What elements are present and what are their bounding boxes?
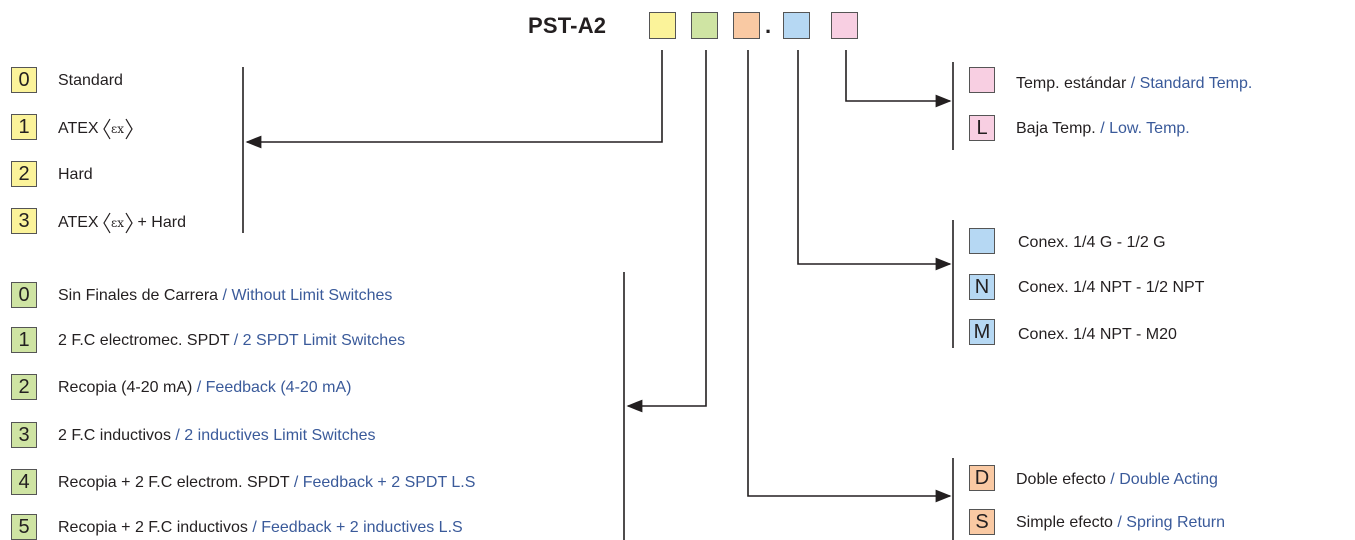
code-box: M [969, 319, 995, 345]
label-sep: / [252, 519, 257, 536]
label-en: Without Limit Switches [231, 287, 393, 304]
option-label: Hard [58, 166, 93, 183]
option-label: Temp. estándar / Standard Temp. [1016, 74, 1252, 94]
option-label: Sin Finales de Carrera / Without Limit S… [58, 286, 392, 306]
label-en: Spring Return [1126, 514, 1226, 531]
code-box: 1 [11, 327, 37, 353]
label-sep: / [196, 379, 202, 396]
code-box: 1 [11, 114, 37, 140]
code-box: D [969, 465, 995, 491]
option-label: Standard [58, 72, 123, 89]
option-label: Conex. 1/4 NPT - 1/2 NPT [1018, 279, 1205, 296]
slot-action-box [733, 12, 760, 39]
option-label: Doble efecto / Double Acting [1016, 470, 1218, 490]
option-label: Recopia (4-20 mA) / Feedback (4-20 mA) [58, 378, 351, 398]
slot-options-box [691, 12, 718, 39]
model-separator: . [765, 13, 772, 38]
label-en: Feedback (4-20 mA) [205, 379, 352, 396]
label-en: Standard Temp. [1139, 75, 1253, 92]
code-box [969, 67, 995, 93]
action-arrow [747, 50, 952, 503]
code-box: 5 [11, 514, 37, 540]
option-label: Simple efecto / Spring Return [1016, 513, 1225, 533]
svg-text:εx: εx [111, 122, 124, 136]
label-es: Recopia + 2 F.C electrom. SPDT [58, 474, 290, 491]
option-label-text: ATEX [58, 214, 99, 232]
option-label-text: ATEX [58, 120, 99, 138]
code-box: S [969, 509, 995, 535]
label-es: 2 F.C inductivos [58, 427, 171, 444]
option-label: Conex. 1/4 NPT - M20 [1018, 326, 1177, 343]
label-es: Temp. estándar [1016, 75, 1127, 92]
temp-arrow [845, 50, 952, 108]
slot-version-box [649, 12, 676, 39]
label-en: Feedback + 2 SPDT L.S [302, 474, 476, 491]
code-box: 2 [11, 374, 37, 400]
label-sep: / [175, 427, 180, 444]
ex-icon: εx [103, 212, 133, 234]
version-arrow [245, 50, 663, 149]
label-es: Baja Temp. [1016, 120, 1096, 137]
code-box: 0 [11, 282, 37, 308]
label-sep: / [1100, 120, 1105, 137]
label-en: 2 SPDT Limit Switches [242, 332, 406, 349]
label-en: Double Acting [1119, 471, 1218, 488]
code-box: 3 [11, 422, 37, 448]
label-sep: / [222, 287, 227, 304]
label-sep: / [293, 474, 299, 491]
code-box: 0 [11, 67, 37, 93]
label-es: Simple efecto [1016, 514, 1113, 531]
label-en: Feedback + 2 inductives L.S [261, 519, 463, 536]
label-es: Recopia (4-20 mA) [58, 379, 193, 396]
label-sep: / [1130, 75, 1136, 92]
code-box: 3 [11, 208, 37, 234]
svg-text:εx: εx [111, 216, 124, 230]
ex-icon: εx [103, 118, 133, 140]
slot-temp-box [831, 12, 858, 39]
code-box [969, 228, 995, 254]
option-label: 2 F.C electromec. SPDT / 2 SPDT Limit Sw… [58, 331, 405, 351]
code-box: L [969, 115, 995, 141]
conn-arrow [797, 50, 952, 271]
option-label: Baja Temp. / Low. Temp. [1016, 119, 1190, 139]
code-box: N [969, 274, 995, 300]
option-label-suffix: + Hard [137, 214, 186, 232]
label-en: Low. Temp. [1109, 120, 1190, 137]
label-es: Sin Finales de Carrera [58, 287, 219, 304]
option-label: Conex. 1/4 G - 1/2 G [1018, 234, 1166, 251]
options-arrow [626, 50, 707, 413]
option-label: Recopia + 2 F.C electrom. SPDT / Feedbac… [58, 473, 475, 493]
code-box: 4 [11, 469, 37, 495]
slot-connection-box [783, 12, 810, 39]
label-es: Doble efecto [1016, 471, 1106, 488]
option-label: ATEX εx + Hard [58, 212, 186, 234]
option-label: Recopia + 2 F.C inductivos / Feedback + … [58, 518, 463, 538]
option-label: ATEX εx [58, 118, 133, 140]
label-es: Recopia + 2 F.C inductivos [58, 519, 248, 536]
option-label: 2 F.C inductivos / 2 inductives Limit Sw… [58, 426, 375, 446]
label-es: 2 F.C electromec. SPDT [58, 332, 230, 349]
label-sep: / [233, 332, 239, 349]
code-box: 2 [11, 161, 37, 187]
model-code: PST-A2 [528, 13, 607, 38]
label-sep: / [1110, 471, 1115, 488]
label-en: 2 inductives Limit Switches [184, 427, 376, 444]
label-sep: / [1117, 514, 1122, 531]
